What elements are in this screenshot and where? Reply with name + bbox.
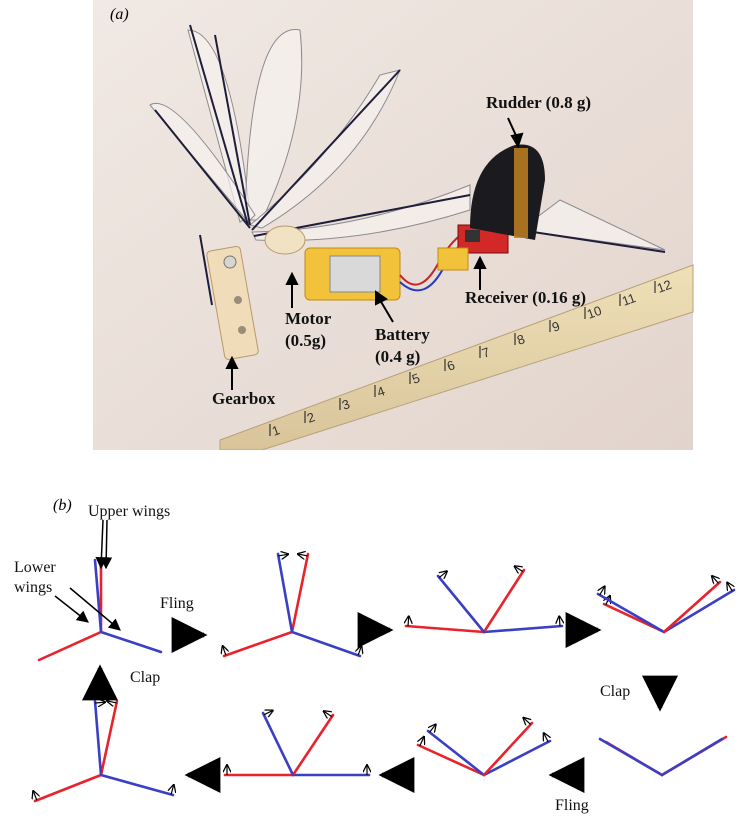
red-wing — [482, 721, 534, 777]
motion-arrow — [33, 791, 37, 801]
ruler-number: 8 — [515, 331, 527, 348]
motion-arrow — [298, 554, 308, 556]
blue-wing — [436, 574, 486, 634]
blue-wing — [482, 624, 564, 634]
clap-label-right: Clap — [600, 683, 630, 700]
motion-arrow — [278, 554, 288, 556]
blue-wing — [660, 737, 724, 777]
motion-arrow — [515, 566, 524, 571]
motion-arrow — [324, 711, 333, 717]
motion-arrow — [439, 571, 447, 577]
red-wing — [290, 552, 310, 634]
lower-wings-label-2: wings — [14, 579, 52, 596]
motor — [264, 225, 306, 255]
ruler-number: 7 — [480, 344, 492, 361]
fling-label-bottom: Fling — [555, 797, 589, 814]
wing-spars — [154, 24, 666, 306]
label-pointers — [54, 519, 121, 631]
motion-arrow — [523, 718, 530, 725]
ruler-number: 6 — [445, 357, 457, 374]
motion-arrow — [544, 733, 549, 743]
motion-arrow — [95, 702, 105, 703]
gearbox — [206, 245, 259, 360]
clap-label-left: Clap — [130, 669, 160, 686]
motor-label: Motor — [285, 309, 332, 328]
clap-and-fling-diagram: Upper wings Lower wings Fling Clap Clap … — [14, 503, 736, 814]
motion-arrow — [263, 710, 273, 714]
red-wing — [37, 630, 103, 662]
blue-wing — [596, 592, 666, 634]
motion-arrow — [420, 737, 424, 747]
motion-arrow — [430, 724, 436, 732]
motion-arrow — [600, 586, 605, 596]
panel-a-label: (a) — [110, 6, 129, 23]
ruler-number: 9 — [550, 318, 562, 335]
upper-wings-label: Upper wings — [88, 503, 170, 520]
red-wing — [99, 699, 119, 777]
motor-mass-label: (0.5g) — [285, 331, 326, 350]
wing-pose-3 — [404, 566, 564, 634]
receiver-label: Receiver (0.16 g) — [465, 288, 586, 307]
motion-arrow — [408, 616, 409, 627]
red-wing — [404, 624, 486, 634]
wing-pose-5 — [33, 699, 175, 803]
blue-wing — [276, 552, 294, 634]
ruler-number: 4 — [375, 383, 387, 400]
ruler-number: 10 — [585, 303, 604, 322]
motion-arrow — [223, 646, 226, 656]
battery-mass-label: (0.4 g) — [375, 347, 420, 366]
wing-pose-6 — [225, 710, 369, 777]
red-wing — [33, 773, 103, 803]
rudder — [470, 144, 545, 240]
motion-arrow — [171, 785, 174, 795]
battery-label: Battery — [375, 325, 430, 344]
red-wing — [662, 580, 722, 634]
blue-wing — [93, 558, 103, 634]
ruler-number: 2 — [305, 409, 317, 426]
blue-wing — [93, 699, 103, 777]
ruler-number: 11 — [620, 290, 638, 309]
blue-wing — [99, 773, 175, 797]
wing-pose-1 — [37, 558, 163, 662]
rudder-label: Rudder (0.8 g) — [486, 93, 591, 112]
ruler-number: 5 — [410, 370, 422, 387]
motion-arrow — [358, 646, 361, 656]
wing-pose-8 — [598, 735, 728, 777]
motion-arrow — [107, 701, 117, 703]
ruler-number: 3 — [340, 396, 352, 413]
blue-wing — [426, 729, 486, 777]
fling-label-top: Fling — [160, 595, 194, 612]
blue-wing — [482, 739, 552, 777]
ruler-number: 1 — [270, 422, 282, 439]
motion-arrow — [559, 616, 560, 627]
motion-arrow — [712, 576, 719, 583]
ruler-number: 12 — [655, 277, 674, 296]
blue-wing — [598, 737, 664, 777]
blue-wing — [261, 711, 295, 777]
wing-pose-2 — [222, 552, 362, 658]
gearbox-label: Gearbox — [212, 389, 276, 408]
annotation-arrows — [225, 117, 524, 390]
motion-arrow — [727, 582, 732, 592]
wing-pose-7 — [416, 718, 552, 777]
blue-wing — [290, 630, 362, 658]
red-wing — [416, 743, 486, 777]
blue-wing — [662, 588, 736, 634]
red-wing — [291, 713, 335, 777]
panel-b-label: (b) — [53, 497, 72, 514]
lower-wings-label: Lower — [14, 559, 56, 576]
wing-pose-4 — [596, 576, 736, 634]
blue-wing — [99, 630, 163, 654]
red-wing — [222, 630, 294, 658]
red-wing — [482, 568, 526, 634]
